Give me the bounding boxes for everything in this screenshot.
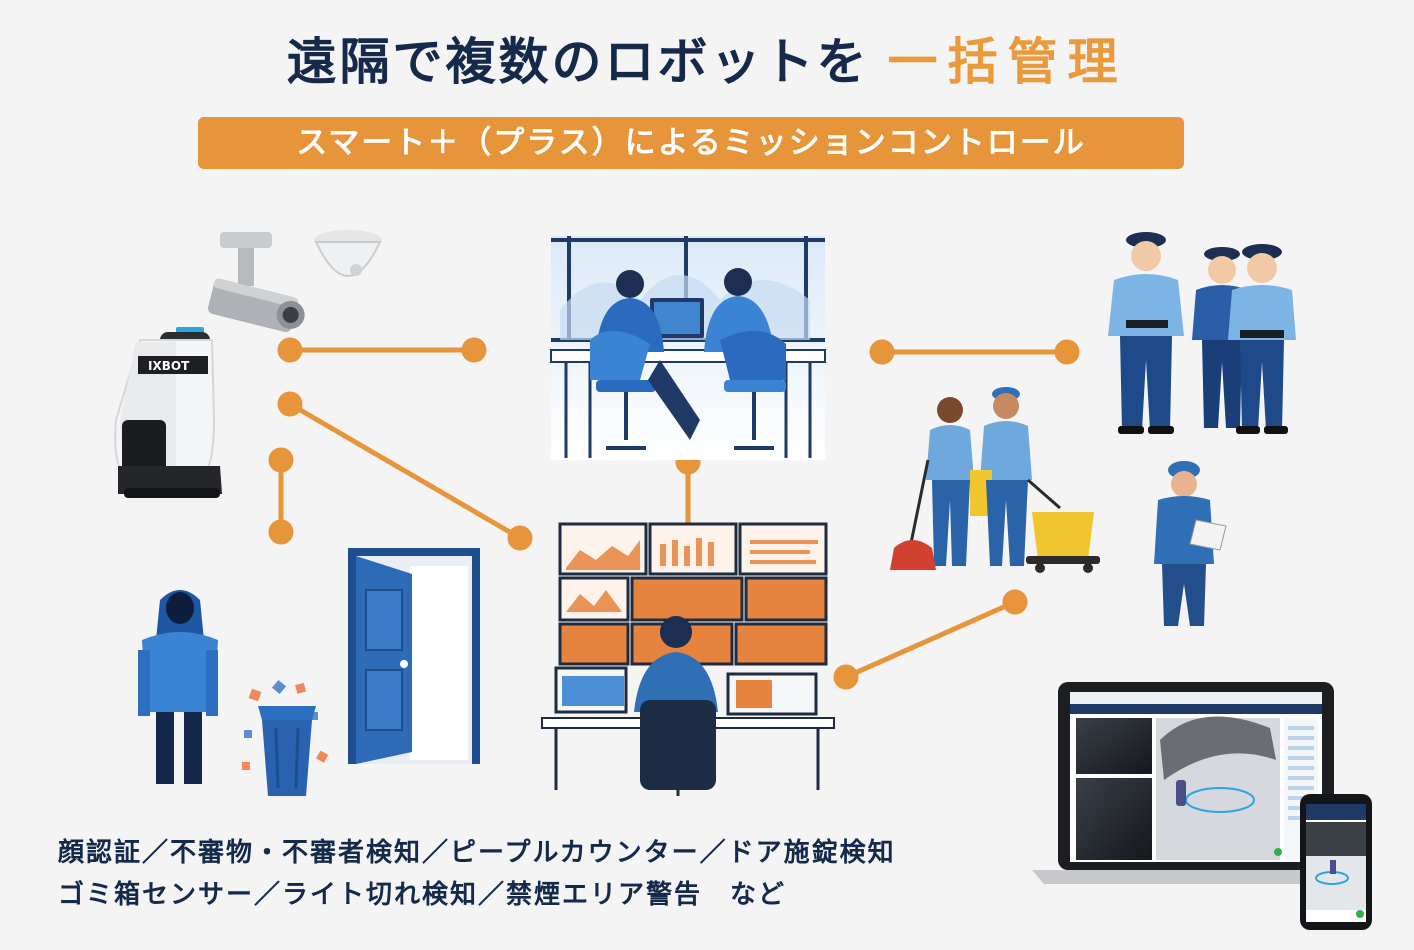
feature-list-line-1: 顔認証／不審物・不審者検知／ピープルカウンター／ドア施錠検知 [58, 838, 896, 868]
operators-scene [550, 236, 826, 460]
connector-node [268, 519, 294, 545]
cleaning-staff-icon [890, 387, 1100, 573]
open-door-icon [348, 548, 480, 764]
connector-node [507, 525, 533, 551]
title-main: 遠隔で複数のロボットを [286, 33, 870, 91]
connector-node [1054, 339, 1080, 365]
connector-node [869, 339, 895, 365]
title-highlight: 一括管理 [887, 33, 1128, 91]
smartphone-icon [1300, 794, 1372, 930]
feature-list-line-2: ゴミ箱センサー／ライト切れ検知／禁煙エリア警告 など [58, 880, 787, 910]
page-title: 遠隔で複数のロボットを一括管理 [0, 22, 1414, 94]
connector-node [461, 337, 487, 363]
robot-brand-label: IXBOT [148, 359, 190, 373]
connector-node [268, 447, 294, 473]
connector-monitor-to-staff [843, 599, 1018, 680]
security-camera-icon [208, 232, 305, 333]
maintenance-worker-icon [1154, 461, 1227, 626]
security-guards-icon [1108, 232, 1296, 434]
dome-camera-icon [314, 230, 382, 277]
connector-node [277, 337, 303, 363]
connector-node [277, 391, 303, 417]
connector-node [1002, 589, 1028, 615]
monitoring-center-scene [541, 522, 835, 796]
subtitle-banner: スマート＋（プラス）によるミッションコントロール [198, 117, 1184, 169]
hooded-intruder-icon [138, 590, 218, 784]
connector-node [833, 664, 859, 690]
trash-bin-icon [242, 679, 329, 796]
ixbot-robot-icon: IXBOT [114, 327, 222, 498]
connector-robot-to-monitor [287, 401, 523, 541]
laptop-dashboard-icon [1032, 682, 1360, 884]
